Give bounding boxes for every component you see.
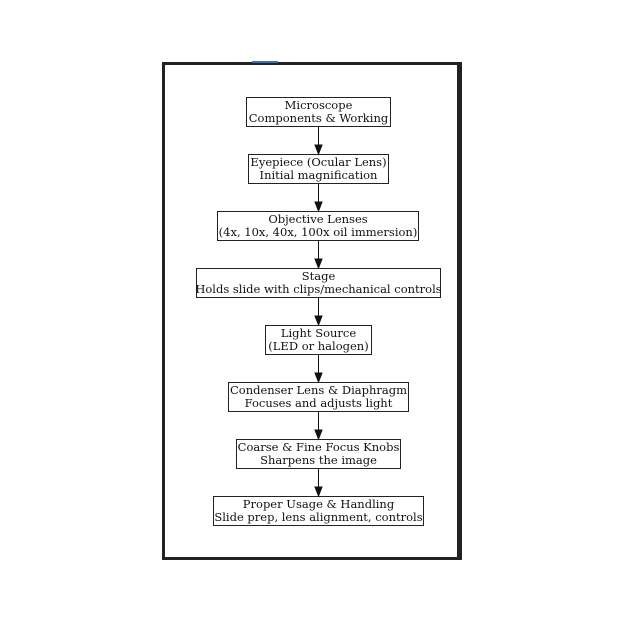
node-light-source: Light Source (LED or halogen) — [265, 325, 372, 355]
node-title: Proper Usage & Handling — [242, 497, 395, 511]
node-subtitle: Components & Working — [248, 111, 389, 125]
node-subtitle: Initial magnification — [259, 168, 378, 182]
arrowhead — [314, 315, 323, 327]
node-title: Eyepiece (Ocular Lens) — [250, 155, 387, 169]
arrowhead — [314, 201, 323, 213]
node-title: Objective Lenses — [268, 212, 368, 226]
node-focus-knobs: Coarse & Fine Focus Knobs Sharpens the i… — [236, 439, 401, 469]
node-objective-lenses: Objective Lenses (4x, 10x, 40x, 100x oil… — [217, 211, 419, 241]
node-subtitle: (LED or halogen) — [268, 339, 369, 353]
arrowhead — [314, 144, 323, 156]
node-title: Condenser Lens & Diaphragm — [229, 383, 407, 397]
node-title: Coarse & Fine Focus Knobs — [237, 440, 400, 454]
node-title: Light Source — [280, 326, 357, 340]
arrowhead — [314, 486, 323, 498]
node-eyepiece: Eyepiece (Ocular Lens) Initial magnifica… — [248, 154, 389, 184]
node-title: Stage — [301, 269, 336, 283]
node-subtitle: Slide prep, lens alignment, controls — [214, 510, 423, 524]
arrowhead — [314, 372, 323, 384]
node-condenser: Condenser Lens & Diaphragm Focuses and a… — [228, 382, 409, 412]
arrowhead — [314, 429, 323, 441]
frame-accent-mark — [252, 61, 278, 63]
arrowhead — [314, 258, 323, 270]
node-subtitle: Focuses and adjusts light — [244, 396, 393, 410]
node-stage: Stage Holds slide with clips/mechanical … — [195, 268, 442, 298]
node-title: Microscope — [284, 98, 353, 112]
node-subtitle: Sharpens the image — [260, 453, 377, 467]
node-subtitle: (4x, 10x, 40x, 100x oil immersion) — [218, 225, 418, 239]
node-microscope: Microscope Components & Working — [246, 97, 391, 127]
node-subtitle: Holds slide with clips/mechanical contro… — [195, 282, 442, 296]
node-usage-handling: Proper Usage & Handling Slide prep, lens… — [213, 496, 424, 526]
diagram-frame — [162, 62, 462, 560]
